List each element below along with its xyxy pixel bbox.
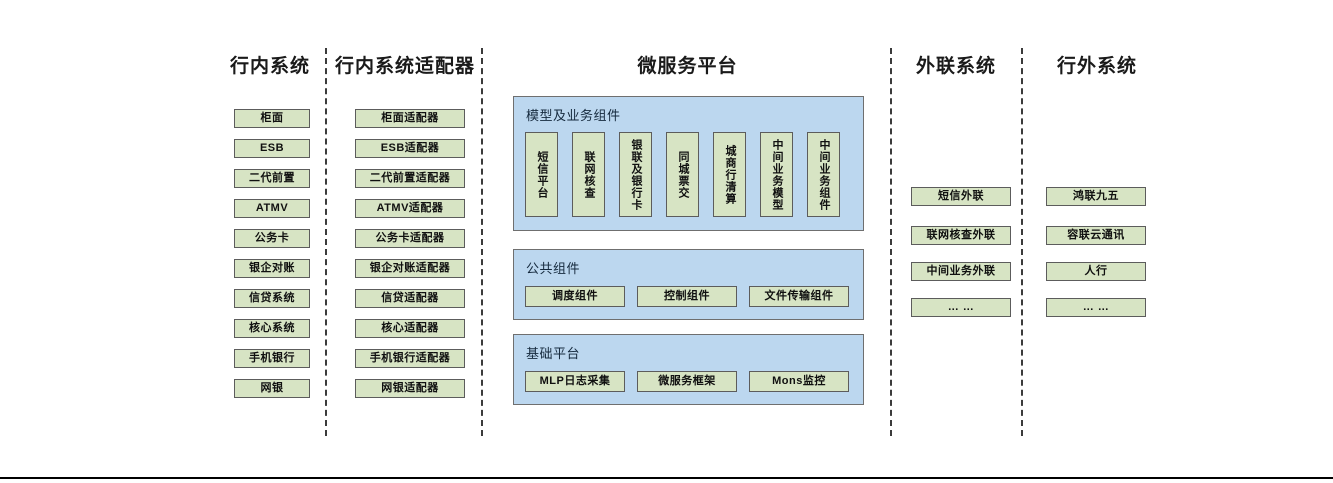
node-model-component-6[interactable]: 中间业务模型 [760, 132, 793, 217]
column-title-external-link-systems: 外联系统 [915, 56, 996, 77]
panel-public-components: 公共组件 [513, 249, 864, 320]
node-public-component-3[interactable]: 文件传输组件 [749, 286, 849, 307]
node-intra-bank-system-2[interactable]: ESB [234, 139, 310, 158]
node-intra-bank-adapter-8[interactable]: 核心适配器 [355, 319, 465, 338]
node-intra-bank-adapter-10[interactable]: 网银适配器 [355, 379, 465, 398]
node-intra-bank-adapter-4[interactable]: ATMV适配器 [355, 199, 465, 218]
column-title-intra-bank-systems: 行内系统 [229, 56, 310, 77]
node-intra-bank-system-7[interactable]: 信贷系统 [234, 289, 310, 308]
node-public-component-1[interactable]: 调度组件 [525, 286, 625, 307]
footer-divider [0, 477, 1333, 479]
node-base-platform-1[interactable]: MLP日志采集 [525, 371, 625, 392]
node-intra-bank-system-10[interactable]: 网银 [234, 379, 310, 398]
node-model-component-5[interactable]: 城商行清算 [713, 132, 746, 217]
node-intra-bank-adapter-3[interactable]: 二代前置适配器 [355, 169, 465, 188]
node-external-link-system-1[interactable]: 短信外联 [911, 187, 1011, 206]
node-model-component-3[interactable]: 银联及银行卡 [619, 132, 652, 217]
node-external-link-system-3[interactable]: 中间业务外联 [911, 262, 1011, 281]
node-base-platform-3[interactable]: Mons监控 [749, 371, 849, 392]
node-intra-bank-system-1[interactable]: 柜面 [234, 109, 310, 128]
node-off-bank-system-1[interactable]: 鸿联九五 [1046, 187, 1146, 206]
node-model-component-4[interactable]: 同城票交 [666, 132, 699, 217]
column-title-off-bank-systems: 行外系统 [1056, 56, 1137, 77]
column-title-intra-bank-adapters: 行内系统适配器 [334, 56, 475, 77]
column-separator-2 [481, 48, 483, 436]
panel-base-platform: 基础平台 [513, 334, 864, 405]
node-intra-bank-system-3[interactable]: 二代前置 [234, 169, 310, 188]
node-external-link-system-4[interactable]: … … [911, 298, 1011, 317]
node-model-component-7[interactable]: 中间业务组件 [807, 132, 840, 217]
node-intra-bank-adapter-1[interactable]: 柜面适配器 [355, 109, 465, 128]
node-off-bank-system-4[interactable]: … … [1046, 298, 1146, 317]
node-intra-bank-system-8[interactable]: 核心系统 [234, 319, 310, 338]
column-separator-1 [325, 48, 327, 436]
node-model-component-1[interactable]: 短信平台 [525, 132, 558, 217]
panel-title-public-components: 公共组件 [526, 261, 581, 276]
node-intra-bank-adapter-5[interactable]: 公务卡适配器 [355, 229, 465, 248]
node-intra-bank-system-9[interactable]: 手机银行 [234, 349, 310, 368]
node-model-component-2[interactable]: 联网核查 [572, 132, 605, 217]
node-intra-bank-system-4[interactable]: ATMV [234, 199, 310, 218]
panel-title-model-business-components: 模型及业务组件 [526, 108, 621, 123]
node-intra-bank-adapter-6[interactable]: 银企对账适配器 [355, 259, 465, 278]
node-off-bank-system-3[interactable]: 人行 [1046, 262, 1146, 281]
node-public-component-2[interactable]: 控制组件 [637, 286, 737, 307]
column-separator-4 [1021, 48, 1023, 436]
column-title-microservice-platform: 微服务平台 [637, 56, 738, 77]
node-intra-bank-adapter-7[interactable]: 信贷适配器 [355, 289, 465, 308]
node-external-link-system-2[interactable]: 联网核查外联 [911, 226, 1011, 245]
node-intra-bank-system-6[interactable]: 银企对账 [234, 259, 310, 278]
node-intra-bank-adapter-9[interactable]: 手机银行适配器 [355, 349, 465, 368]
node-intra-bank-adapter-2[interactable]: ESB适配器 [355, 139, 465, 158]
panel-title-base-platform: 基础平台 [526, 346, 581, 361]
node-off-bank-system-2[interactable]: 容联云通讯 [1046, 226, 1146, 245]
node-intra-bank-system-5[interactable]: 公务卡 [234, 229, 310, 248]
node-base-platform-2[interactable]: 微服务框架 [637, 371, 737, 392]
column-separator-3 [890, 48, 892, 436]
